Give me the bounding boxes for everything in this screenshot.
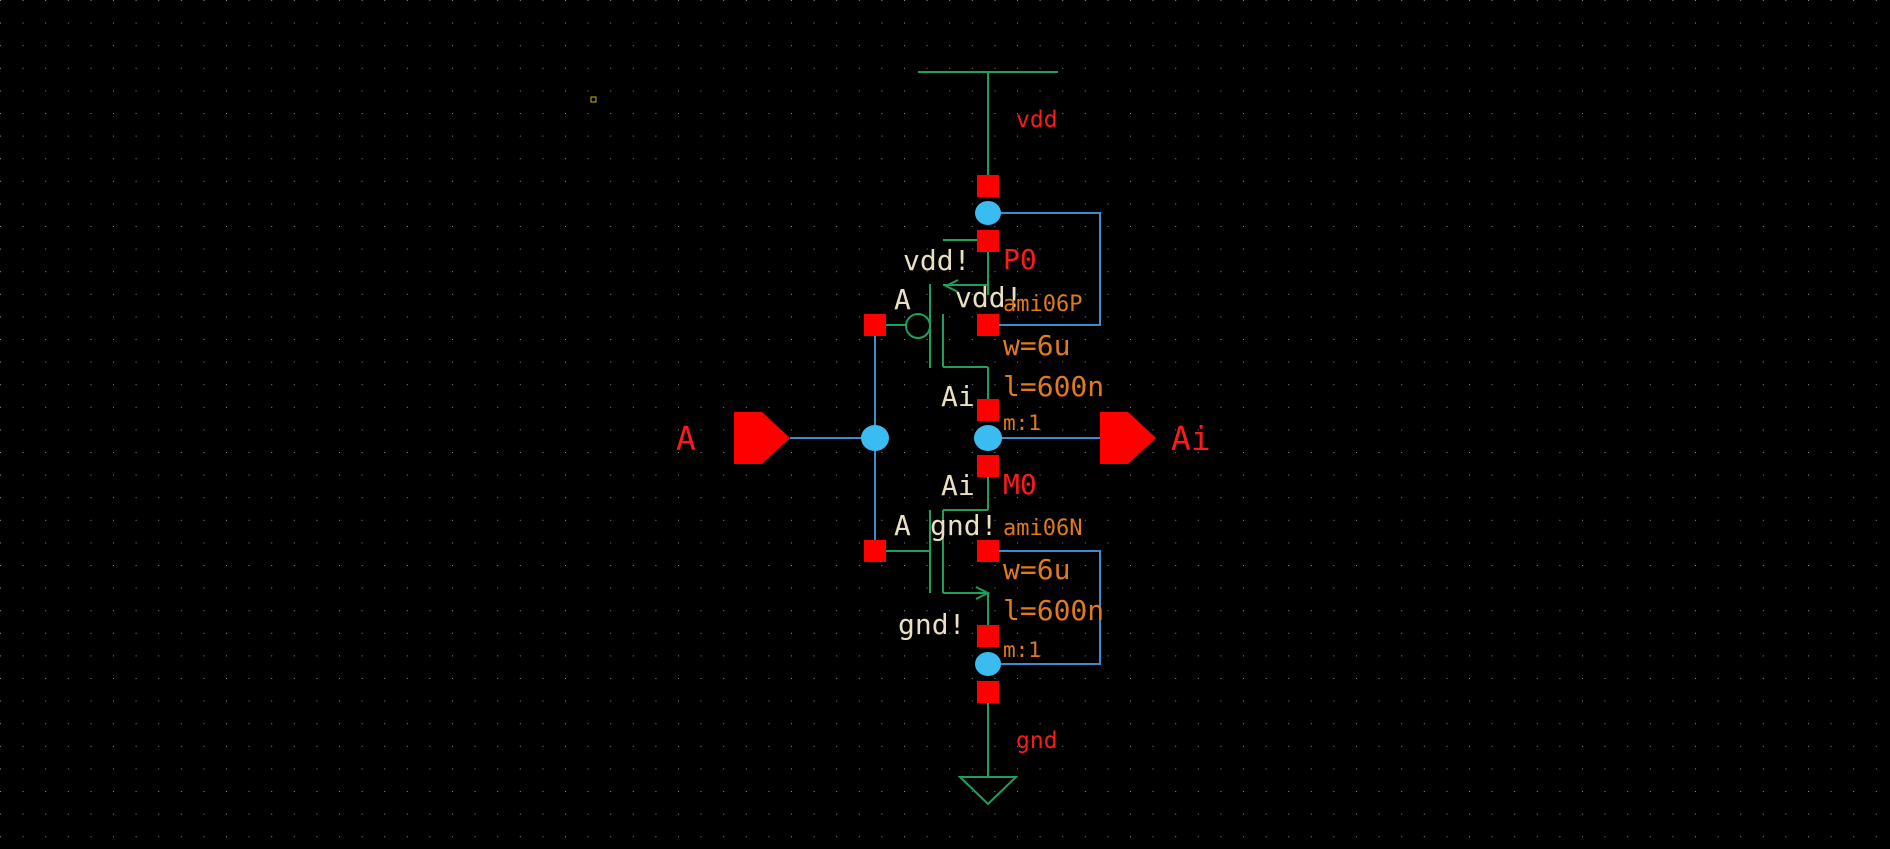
wire-nmos-bulk [988, 550, 1101, 665]
junction-vdd [975, 201, 1001, 225]
nmos-instance: M0 [1003, 468, 1037, 501]
nmos-model: ami06N [1003, 516, 1082, 541]
nmos-bulk-term: gnd! [898, 608, 965, 641]
junctions [861, 201, 1002, 676]
output-port-label: Ai [1171, 419, 1211, 458]
pin-pmos-source [977, 175, 999, 197]
pmos-length: l=600n [1003, 370, 1104, 403]
pmos-width: w=6u [1003, 329, 1070, 362]
pin-nmos-bulk [977, 540, 999, 562]
nmos-drain-term: Ai [941, 469, 975, 502]
pmos-mult: m:1 [1003, 411, 1041, 435]
origin-marker [590, 96, 597, 103]
gnd-label: gnd [1016, 728, 1058, 754]
input-port-label: A [676, 419, 696, 458]
gnd-supply-symbol[interactable] [957, 695, 1019, 806]
output-port-Ai[interactable] [1100, 412, 1156, 464]
pins[interactable] [864, 175, 999, 703]
pmos-bulk-term: vdd! [903, 244, 970, 277]
pin-pmos-bulk [977, 314, 999, 336]
wires [790, 212, 1101, 665]
vdd-supply-symbol[interactable] [918, 71, 1058, 186]
nmos-gate-term: A [894, 509, 911, 542]
nmos-length: l=600n [1003, 594, 1104, 627]
junction-gnd [975, 652, 1001, 676]
pmos-gate-term: A [894, 283, 911, 316]
pin-pmos-drain [977, 399, 999, 421]
input-port-A[interactable] [734, 412, 790, 464]
junction-output [974, 425, 1002, 451]
pin-pmos-gate [864, 314, 886, 336]
nmos-mult: m:1 [1003, 638, 1041, 662]
pin-pmos-drain-top [977, 230, 999, 252]
pmos-drain-term: Ai [941, 380, 975, 413]
pin-nmos-source [977, 625, 999, 647]
wire-pmos-bulk [988, 212, 1101, 326]
nmos-width: w=6u [1003, 553, 1070, 586]
pmos-source-term: vdd! [955, 281, 1022, 314]
nmos-transistor[interactable] [875, 465, 991, 636]
vdd-label: vdd [1016, 107, 1058, 133]
junction-gate [861, 425, 889, 451]
pin-gnd [977, 681, 999, 703]
nmos-source-term: gnd! [930, 509, 997, 542]
pin-nmos-drain [977, 455, 999, 477]
pmos-model: ami06P [1003, 292, 1082, 317]
pmos-instance: P0 [1003, 243, 1037, 276]
pin-nmos-gate [864, 540, 886, 562]
